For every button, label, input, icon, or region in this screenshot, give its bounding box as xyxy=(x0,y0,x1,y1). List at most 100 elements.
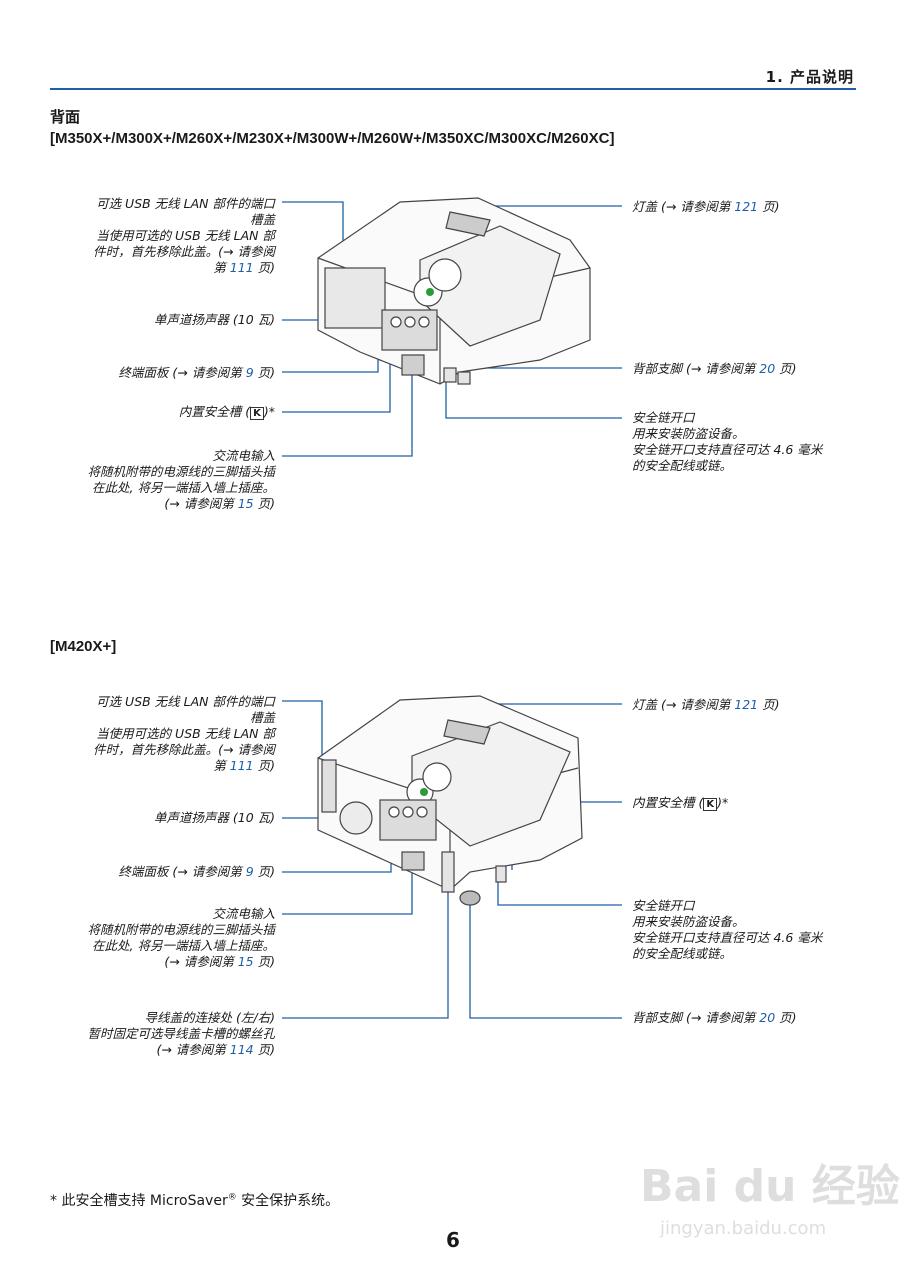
callout-line: 当使用可选的 USB 无线 LAN 部 xyxy=(96,726,275,741)
text: 页) xyxy=(253,758,275,773)
text: 页) xyxy=(253,864,275,879)
cable-cover-callout-2: 导线盖的连接处 (左/右) 暂时固定可选导线盖卡槽的螺丝孔 (→ 请参阅第 11… xyxy=(87,1010,275,1058)
text: 内置安全槽 ( xyxy=(632,795,704,810)
callout-line: 安全链开口 xyxy=(632,898,695,913)
lock-icon: K xyxy=(250,407,264,420)
callout-line: 在此处, 将另一端插入墙上插座。 xyxy=(92,480,275,495)
projector-rear-view-2 xyxy=(317,695,583,906)
footnote: * 此安全槽支持 MicroSaver® 安全保护系统。 xyxy=(50,1190,339,1210)
callout-line: 当使用可选的 USB 无线 LAN 部 xyxy=(96,228,275,243)
security-slot-callout-1: 内置安全槽 (K)* xyxy=(179,404,275,422)
callout-line: 可选 USB 无线 LAN 部件的端口 xyxy=(96,196,275,211)
text: 安全保护系统。 xyxy=(236,1193,340,1209)
callout-line: 的安全配线或链。 xyxy=(632,458,733,473)
text: 页) xyxy=(253,1042,275,1057)
lock-icon: K xyxy=(703,798,718,811)
projector-rear-view-1 xyxy=(317,197,591,385)
chapter-title: 1. 产品说明 xyxy=(765,68,854,86)
callout-line: (→ 请参阅第 15 页) xyxy=(87,954,275,970)
page-ref: 121 xyxy=(734,199,759,214)
text: 内置安全槽 ( xyxy=(178,404,251,419)
terminal-callout-2: 终端面板 (→ 请参阅第 9 页) xyxy=(118,864,275,880)
callout-line: 第 111 页) xyxy=(93,260,275,276)
header-rule xyxy=(50,88,856,90)
page-ref: 20 xyxy=(759,361,776,376)
text: )* xyxy=(717,795,729,810)
text: 页) xyxy=(758,199,780,214)
page-ref: 111 xyxy=(229,758,254,773)
callout-line: 用来安装防盗设备。 xyxy=(632,426,745,441)
callout-line: 件时，首先移除此盖。(→ 请参阅 xyxy=(93,742,275,757)
callout-line: 件时，首先移除此盖。(→ 请参阅 xyxy=(93,244,275,259)
page-ref: 20 xyxy=(759,1010,776,1025)
security-chain-callout-1: 安全链开口 用来安装防盗设备。 安全链开口支持直径可达 4.6 毫米 的安全配线… xyxy=(632,410,822,474)
text: 终端面板 (→ 请参阅第 xyxy=(118,864,246,879)
ac-input-callout-2: 交流电输入 将随机附带的电源线的三脚插头插 在此处, 将另一端插入墙上插座。 (… xyxy=(87,906,275,970)
text: )* xyxy=(263,404,275,419)
text: 背部支脚 (→ 请参阅第 xyxy=(632,1010,760,1025)
callout-line: 第 111 页) xyxy=(93,758,275,774)
callout-line: (→ 请参阅第 15 页) xyxy=(87,496,275,512)
rear-foot-callout-2: 背部支脚 (→ 请参阅第 20 页) xyxy=(632,1010,797,1026)
callout-line: 将随机附带的电源线的三脚插头插 xyxy=(87,922,275,937)
section-heading: 背面 xyxy=(50,108,81,126)
callout-line: 交流电输入 xyxy=(212,906,275,921)
text: 页) xyxy=(253,954,275,969)
text: 终端面板 (→ 请参阅第 xyxy=(118,365,246,380)
callout-line: 用来安装防盗设备。 xyxy=(632,914,745,929)
text: (→ 请参阅第 xyxy=(164,954,238,969)
callout-line: 导线盖的连接处 (左/右) xyxy=(144,1010,275,1025)
text: * 此安全槽支持 MicroSaver xyxy=(50,1193,228,1209)
callout-line: 暂时固定可选导线盖卡槽的螺丝孔 xyxy=(87,1026,275,1041)
model-list-2: [M420X+] xyxy=(50,638,117,655)
watermark-logo: Bai du 经验 xyxy=(640,1161,900,1212)
text: 背部支脚 (→ 请参阅第 xyxy=(632,361,760,376)
page-ref: 121 xyxy=(734,697,759,712)
port-cover-callout-1: 可选 USB 无线 LAN 部件的端口 槽盖 当使用可选的 USB 无线 LAN… xyxy=(93,196,275,276)
callout-line: 安全链开口 xyxy=(632,410,695,425)
page-ref: 111 xyxy=(229,260,254,275)
text: 页) xyxy=(775,1010,797,1025)
callout-line: 的安全配线或链。 xyxy=(632,946,733,961)
page-ref: 15 xyxy=(237,496,254,511)
callout-line: 将随机附带的电源线的三脚插头插 xyxy=(87,464,275,479)
text: 页) xyxy=(758,697,780,712)
registered-mark: ® xyxy=(227,1192,237,1203)
callout-line: 安全链开口支持直径可达 4.6 毫米 xyxy=(632,442,823,457)
watermark-url: jingyan.baidu.com xyxy=(660,1218,827,1239)
security-slot-callout-2: 内置安全槽 (K)* xyxy=(632,795,728,813)
model-list-1: [M350X+/M300X+/M260X+/M230X+/M300W+/M260… xyxy=(50,130,615,147)
callout-line: 槽盖 xyxy=(249,710,275,725)
text: 页) xyxy=(253,365,275,380)
text: 页) xyxy=(775,361,797,376)
callout-line: 在此处, 将另一端插入墙上插座。 xyxy=(92,938,275,953)
callout-line: 交流电输入 xyxy=(212,448,275,463)
callout-line: 可选 USB 无线 LAN 部件的端口 xyxy=(96,694,275,709)
page-ref: 9 xyxy=(245,864,254,879)
rear-foot-callout-1: 背部支脚 (→ 请参阅第 20 页) xyxy=(632,361,797,377)
text: 页) xyxy=(253,260,275,275)
lamp-cover-callout-1: 灯盖 (→ 请参阅第 121 页) xyxy=(632,199,780,215)
ac-input-callout-1: 交流电输入 将随机附带的电源线的三脚插头插 在此处, 将另一端插入墙上插座。 (… xyxy=(87,448,275,512)
text: 第 xyxy=(213,260,230,275)
callout-line: (→ 请参阅第 114 页) xyxy=(87,1042,275,1058)
page-ref: 15 xyxy=(237,954,254,969)
lamp-cover-callout-2: 灯盖 (→ 请参阅第 121 页) xyxy=(632,697,780,713)
speaker-callout-2: 单声道扬声器 (10 瓦) xyxy=(153,810,275,825)
terminal-callout-1: 终端面板 (→ 请参阅第 9 页) xyxy=(118,365,275,381)
page-ref: 114 xyxy=(229,1042,254,1057)
speaker-callout-1: 单声道扬声器 (10 瓦) xyxy=(153,312,275,327)
text: 灯盖 (→ 请参阅第 xyxy=(632,199,735,214)
text: 第 xyxy=(213,758,230,773)
security-chain-callout-2: 安全链开口 用来安装防盗设备。 安全链开口支持直径可达 4.6 毫米 的安全配线… xyxy=(632,898,822,962)
text: 灯盖 (→ 请参阅第 xyxy=(632,697,735,712)
text: (→ 请参阅第 xyxy=(164,496,238,511)
page-number: 6 xyxy=(446,1228,460,1252)
port-cover-callout-2: 可选 USB 无线 LAN 部件的端口 槽盖 当使用可选的 USB 无线 LAN… xyxy=(93,694,275,774)
callout-line: 槽盖 xyxy=(249,212,275,227)
text: (→ 请参阅第 xyxy=(156,1042,230,1057)
callout-line: 安全链开口支持直径可达 4.6 毫米 xyxy=(632,930,823,945)
page-ref: 9 xyxy=(245,365,254,380)
text: 页) xyxy=(253,496,275,511)
